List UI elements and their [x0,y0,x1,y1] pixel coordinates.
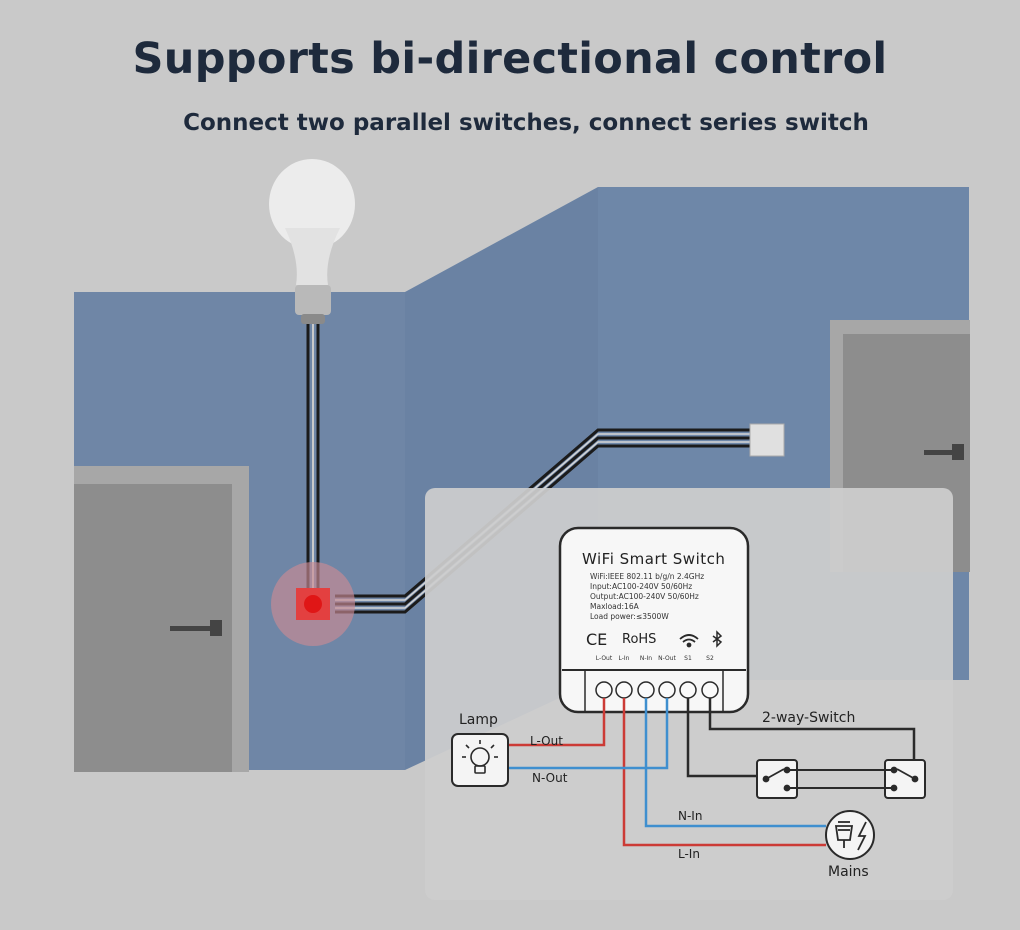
device-spec-input: Input:AC100-240V 50/60Hz [590,582,693,591]
lamp-label: Lamp [459,712,498,728]
device-spec-power: Load power:≤3500W [590,612,669,621]
n-out-label: N-Out [532,771,568,785]
terminal-label-l-out: L-Out [595,655,613,662]
terminal-label-n-in: N-In [639,655,653,662]
indicator-light [304,595,322,613]
wifi-icon [679,634,699,648]
right-door-handle [924,450,964,455]
n-in-label: N-In [678,809,703,823]
l-in-wire [622,698,826,847]
left-door-handle [170,626,214,631]
terminal-label-n-out: N-Out [658,655,676,662]
ce-mark: CE [586,630,608,649]
page-subtitle: Connect two parallel switches, connect s… [183,110,869,136]
lamp-box [451,733,509,787]
terminal-label-s2: S2 [706,655,714,662]
mains-label: Mains [828,864,869,880]
smart-switch-device [558,526,750,714]
s1-wire [686,698,757,778]
device-name: WiFi Smart Switch [582,550,726,568]
two-way-switch-label: 2-way-Switch [762,710,856,726]
page-title: Supports bi-directional control [132,34,888,84]
lamp-icon [462,740,498,774]
bluetooth-icon [712,630,723,648]
l-out-wire [508,698,606,747]
rohs-mark: RoHS [622,632,657,647]
device-spec-wifi: WiFi:IEEE 802.11 b/g/n 2.4GHz [590,572,705,581]
l-out-label: L-Out [530,734,563,748]
terminal-label-s1: S1 [684,655,692,662]
n-in-wire [644,698,826,828]
wall-switch-box [749,423,785,457]
device-spec-maxload: Maxload:16A [590,602,639,611]
l-in-label: L-In [678,847,700,861]
two-way-switch-right [884,759,926,799]
device-spec-output: Output:AC100-240V 50/60Hz [590,592,699,601]
light-bulb-icon [269,159,355,249]
s2-wire [708,698,916,762]
n-out-wire [508,698,669,770]
terminal-label-l-in: L-In [618,655,630,662]
bulb-base [295,285,331,315]
